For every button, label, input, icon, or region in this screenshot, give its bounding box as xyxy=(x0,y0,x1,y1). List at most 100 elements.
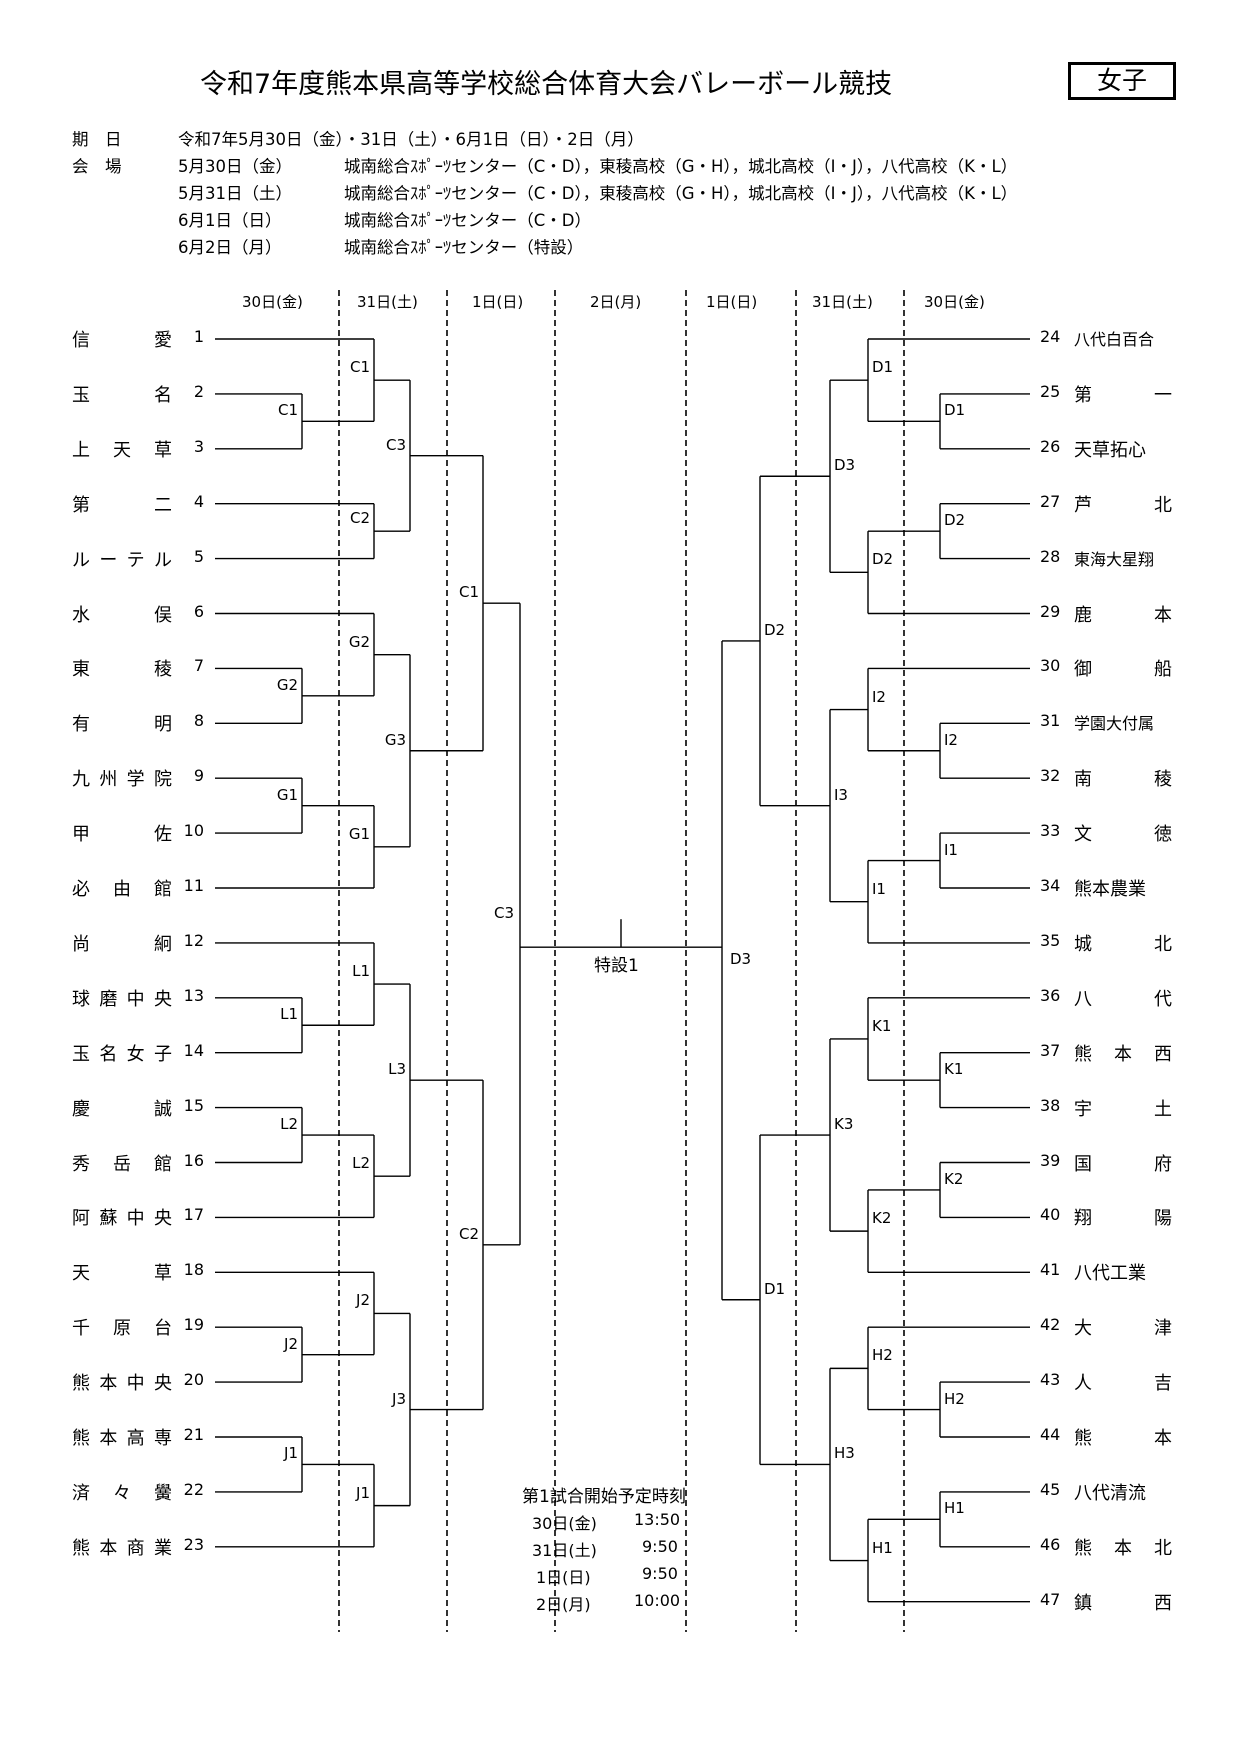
team-number: 19 xyxy=(183,1315,204,1335)
team-number: 46 xyxy=(1040,1534,1061,1554)
match-label: D2 xyxy=(764,620,786,639)
team-name: 必 由 館 xyxy=(72,879,172,900)
team-name: 甲 佐 xyxy=(72,824,172,846)
team-number: 1 xyxy=(193,327,204,346)
team-number: 20 xyxy=(183,1370,204,1390)
match-label: L1 xyxy=(352,962,370,981)
schedule-title: 第1試合開始予定時刻 xyxy=(522,1487,686,1507)
team-number: 15 xyxy=(183,1095,204,1115)
team-name: 阿蘇中央 xyxy=(72,1208,172,1230)
team-number: 14 xyxy=(183,1040,204,1060)
team-name: 八代白百合 xyxy=(1074,330,1155,349)
team-number: 32 xyxy=(1040,766,1061,786)
match-label: J1 xyxy=(356,1483,370,1502)
team-number: 5 xyxy=(193,546,204,566)
team-number: 16 xyxy=(183,1150,204,1170)
match-label: I2 xyxy=(944,730,958,749)
team-number: 9 xyxy=(193,766,204,786)
team-name: ルーテル xyxy=(72,549,172,571)
match-label: H2 xyxy=(872,1346,893,1365)
match-label: G2 xyxy=(276,675,298,694)
match-label: C1 xyxy=(458,583,479,602)
schedule-time: 10:00 xyxy=(634,1591,681,1610)
schedule-day: 31日(土) xyxy=(532,1541,597,1560)
match-label: C3 xyxy=(385,435,406,454)
match-label: L1 xyxy=(280,1005,298,1024)
team-name: 済 々 黌 xyxy=(72,1482,172,1504)
team-number: 13 xyxy=(183,985,204,1005)
match-label: D1 xyxy=(872,358,894,377)
team-name: 文 徳 xyxy=(1074,824,1172,846)
match-label: G3 xyxy=(384,730,406,749)
team-number: 6 xyxy=(193,601,204,621)
match-label: H1 xyxy=(944,1499,965,1518)
team-name: 第 一 xyxy=(1074,384,1172,406)
schedule-time: 9:50 xyxy=(642,1564,678,1583)
team-number: 28 xyxy=(1040,546,1061,566)
venue-day: 6月1日（日） xyxy=(178,211,282,230)
team-number: 21 xyxy=(183,1425,204,1444)
match-label: K1 xyxy=(872,1016,892,1035)
team-number: 38 xyxy=(1040,1095,1061,1115)
team-number: 7 xyxy=(193,656,204,676)
match-label: D1 xyxy=(764,1279,786,1298)
team-name: 鹿 本 xyxy=(1074,604,1172,626)
team-number: 44 xyxy=(1040,1425,1061,1444)
match-label: D3 xyxy=(834,456,856,475)
team-name: 水 俣 xyxy=(72,604,172,626)
day-label: 2日(月) xyxy=(590,293,642,311)
team-name: 千 原 台 xyxy=(72,1318,172,1340)
team-number: 41 xyxy=(1040,1260,1061,1280)
match-label: K2 xyxy=(944,1169,964,1188)
venue-day: 6月2日（月） xyxy=(178,238,282,257)
team-number: 39 xyxy=(1040,1150,1061,1170)
team-number: 36 xyxy=(1040,985,1061,1005)
day-label: 1日(日) xyxy=(706,293,758,311)
team-number: 30 xyxy=(1040,656,1061,676)
match-label: L2 xyxy=(352,1154,370,1173)
team-number: 29 xyxy=(1040,601,1061,621)
team-name: 熊本高専 xyxy=(72,1428,172,1449)
match-label: I3 xyxy=(834,785,848,804)
team-number: 40 xyxy=(1040,1205,1061,1225)
match-label: K2 xyxy=(872,1209,892,1228)
team-number: 22 xyxy=(183,1479,204,1499)
team-number: 11 xyxy=(183,876,204,895)
team-name: 鎮 西 xyxy=(1074,1592,1172,1614)
schedule-day: 30日(金) xyxy=(532,1514,597,1533)
match-label: L3 xyxy=(388,1060,406,1079)
team-name: 八 代 xyxy=(1074,988,1172,1010)
match-label: H1 xyxy=(872,1538,893,1557)
schedule-time: 13:50 xyxy=(634,1510,681,1529)
team-number: 4 xyxy=(193,491,204,511)
team-number: 25 xyxy=(1040,381,1061,401)
team-number: 31 xyxy=(1040,711,1061,731)
team-name: 人 吉 xyxy=(1074,1373,1172,1395)
day-label: 30日(金) xyxy=(924,293,985,311)
match-label: D3 xyxy=(730,950,752,969)
team-number: 42 xyxy=(1040,1315,1061,1335)
match-label: H2 xyxy=(944,1389,965,1408)
match-label: H3 xyxy=(834,1444,855,1463)
team-name: 城 北 xyxy=(1074,933,1172,955)
team-number: 26 xyxy=(1040,436,1061,456)
match-label: D2 xyxy=(944,511,966,530)
team-name: 熊本農業 xyxy=(1074,879,1146,900)
match-label: J3 xyxy=(392,1389,406,1408)
team-name: 御 船 xyxy=(1074,659,1172,681)
gender-badge: 女子 xyxy=(1068,62,1176,100)
match-label: K1 xyxy=(944,1060,964,1079)
team-name: 尚 絅 xyxy=(72,933,172,955)
day-label: 31日(土) xyxy=(357,293,418,311)
match-label: C1 xyxy=(349,358,370,377)
team-number: 45 xyxy=(1040,1479,1061,1499)
day-label: 1日(日) xyxy=(472,293,524,311)
final-match-label: 特設1 xyxy=(594,956,639,977)
team-name: 熊本商業 xyxy=(72,1537,172,1559)
team-name: 大 津 xyxy=(1074,1318,1172,1340)
team-name: 熊本中央 xyxy=(72,1373,172,1395)
match-label: I2 xyxy=(872,687,886,706)
team-name: 八代清流 xyxy=(1074,1482,1146,1504)
team-number: 35 xyxy=(1040,930,1061,950)
